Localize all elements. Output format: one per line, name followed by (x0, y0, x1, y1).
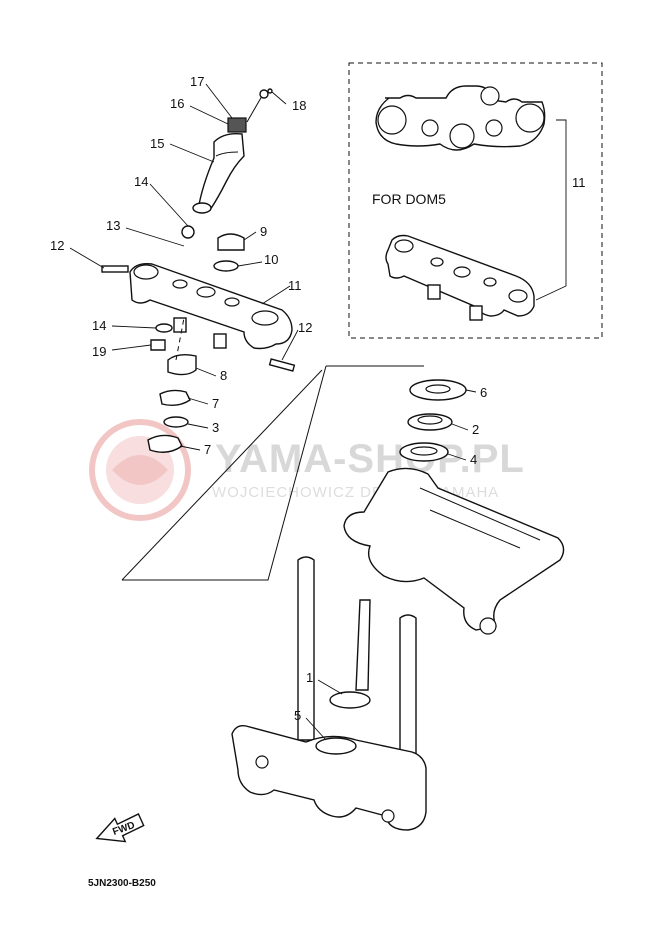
frame-section (343, 467, 565, 635)
bearings (399, 379, 467, 462)
handlebar-assembly (181, 88, 273, 239)
upper-crown (101, 233, 296, 372)
callout-10: 10 (264, 252, 278, 267)
callout-leaders (69, 83, 477, 741)
callout-5: 5 (294, 708, 301, 723)
callout-15: 15 (150, 136, 164, 151)
callout-14-lower: 14 (92, 318, 106, 333)
callout-19: 19 (92, 344, 106, 359)
watermark-logo (89, 419, 191, 521)
callout-14-upper: 14 (134, 174, 148, 189)
callout-18: 18 (292, 98, 306, 113)
callout-4: 4 (470, 452, 477, 467)
connector-lines (121, 317, 424, 581)
callout-7-upper: 7 (212, 396, 219, 411)
callout-1: 1 (306, 670, 313, 685)
callout-11: 11 (288, 278, 302, 293)
callout-16: 16 (170, 96, 184, 111)
stem-nuts (147, 353, 197, 453)
watermark-brand: YAMA-SHOP.PL (215, 437, 525, 481)
callout-3: 3 (212, 420, 219, 435)
callout-17: 17 (190, 74, 204, 89)
callout-12-right: 12 (298, 320, 312, 335)
fwd-arrow: FWD (95, 813, 145, 843)
lower-bracket (231, 556, 427, 831)
diagram-reference: 5JN2300-B250 (88, 878, 156, 889)
inset-box: FOR DOM5 11 (348, 62, 603, 339)
inset-caption: FOR DOM5 (372, 191, 446, 207)
callout-inset-11: 11 (572, 175, 586, 190)
callout-12-left: 12 (50, 238, 64, 253)
callout-8: 8 (220, 368, 227, 383)
callout-6: 6 (480, 385, 487, 400)
callout-9: 9 (260, 224, 267, 239)
callout-2: 2 (472, 422, 479, 437)
inset-crown-top-view (375, 85, 546, 151)
callout-labels: 17 18 16 15 14 13 9 10 11 12 12 14 19 8 … (50, 74, 487, 723)
callout-13: 13 (106, 218, 120, 233)
inset-crown-side-view (385, 234, 535, 321)
callout-7-lower: 7 (204, 442, 211, 457)
